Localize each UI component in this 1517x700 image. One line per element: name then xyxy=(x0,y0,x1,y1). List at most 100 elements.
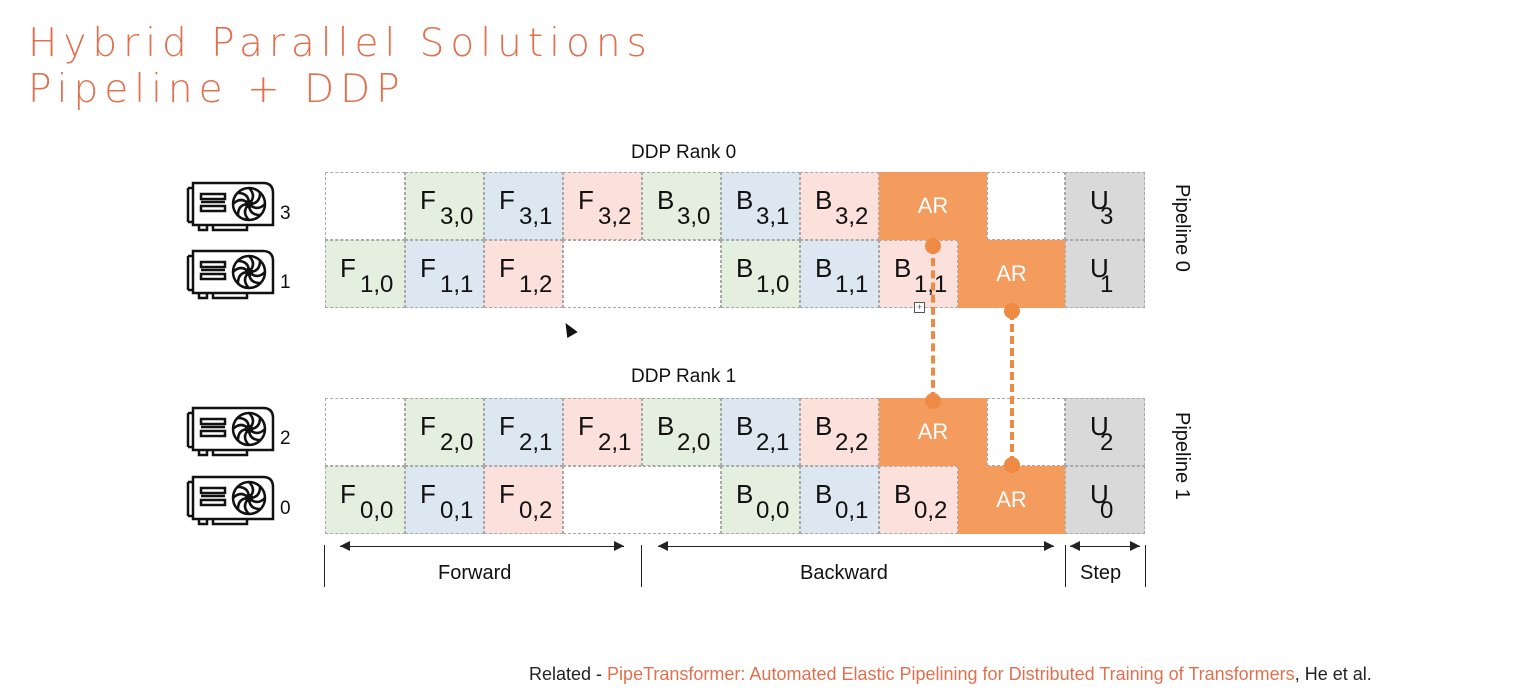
gpu-number: 3 xyxy=(280,203,291,224)
allreduce-cell: AR xyxy=(879,398,987,466)
allreduce-label: AR xyxy=(996,261,1027,286)
mouse-cursor-icon xyxy=(560,319,578,339)
step-arrow xyxy=(1070,541,1140,551)
cell-op: U xyxy=(1090,253,1109,283)
gpu-icon xyxy=(186,406,275,457)
cell-op: B xyxy=(736,185,754,215)
schedule-cell-empty xyxy=(325,398,405,466)
cell-index: 3,0 xyxy=(440,203,474,230)
slide-title-line1: Hybrid Parallel Solutions xyxy=(28,21,653,66)
cell-op: B xyxy=(894,253,912,283)
plus-box-icon: + xyxy=(914,302,925,313)
slide-title-line2: Pipeline + DDP xyxy=(28,67,406,112)
footer-citation: Related - PipeTransformer: Automated Ela… xyxy=(529,664,1372,685)
cell-op: B xyxy=(736,253,754,283)
cell-index: 0,2 xyxy=(914,497,948,524)
cell-index: 0,1 xyxy=(835,497,869,524)
ddp-rank0-label: DDP Rank 0 xyxy=(631,142,737,163)
cell-index: 1,1 xyxy=(440,271,474,298)
step-label: Step xyxy=(1080,562,1122,584)
allreduce-label: AR xyxy=(917,419,949,444)
allreduce-dot xyxy=(1004,303,1020,319)
cell-index: 0,1 xyxy=(440,497,474,524)
cell-index: 1,1 xyxy=(914,271,948,298)
cell-index: 0 xyxy=(1100,497,1114,524)
cell-op: B xyxy=(815,185,833,215)
cell-op: F xyxy=(499,479,515,509)
cell-op: B xyxy=(657,185,675,215)
ddp-rank1-label: DDP Rank 1 xyxy=(631,366,737,387)
gpu-number: 2 xyxy=(280,428,291,449)
schedule-cell-empty xyxy=(987,398,1065,466)
cell-index: 3,2 xyxy=(835,203,869,230)
cell-index: 2,2 xyxy=(835,429,869,456)
gpu-icon xyxy=(186,475,275,526)
phase-divider xyxy=(641,545,642,587)
cell-op: U xyxy=(1090,185,1109,215)
cell-op: B xyxy=(736,411,754,441)
cell-index: 3,0 xyxy=(677,203,711,230)
cell-index: 1,0 xyxy=(756,271,790,298)
cell-index: 3,2 xyxy=(598,203,632,230)
cell-index: 3 xyxy=(1100,203,1114,230)
allreduce-dot xyxy=(925,238,941,254)
cell-op: F xyxy=(420,185,436,215)
allreduce-label: AR xyxy=(917,193,949,218)
forward-arrow xyxy=(340,541,624,551)
cell-op: F xyxy=(578,185,594,215)
allreduce-cell: AR xyxy=(879,172,987,240)
allreduce-dot xyxy=(1004,457,1020,473)
pipeline1-label: Pipeline 1 xyxy=(1171,412,1193,500)
cell-op: F xyxy=(420,479,436,509)
cell-index: 2,1 xyxy=(598,429,632,456)
allreduce-connector xyxy=(1010,312,1014,464)
citation-suffix: , He et al. xyxy=(1294,664,1372,684)
gpu-number: 1 xyxy=(280,272,291,293)
allreduce-label: AR xyxy=(996,487,1027,512)
cell-index: 3,1 xyxy=(756,203,790,230)
cell-op: F xyxy=(420,253,436,283)
cell-op: F xyxy=(420,411,436,441)
cell-index: 1,0 xyxy=(360,271,394,298)
phase-divider xyxy=(324,545,325,587)
citation-prefix: Related - xyxy=(529,664,608,684)
forward-label: Forward xyxy=(438,562,512,584)
cell-op: F xyxy=(499,253,515,283)
citation-link[interactable]: PipeTransformer: Automated Elastic Pipel… xyxy=(607,664,1295,684)
allreduce-dot xyxy=(925,393,941,409)
cell-index: 0,2 xyxy=(519,497,553,524)
backward-arrow xyxy=(658,541,1054,551)
cell-index: 1,2 xyxy=(519,271,553,298)
gpu-icon xyxy=(186,181,275,232)
phase-divider xyxy=(1065,545,1066,587)
schedule-cell-empty xyxy=(987,172,1065,240)
cell-index: 1 xyxy=(1100,271,1114,298)
gpu-icon xyxy=(186,249,275,300)
cell-op: U xyxy=(1090,411,1109,441)
cell-index: 2,1 xyxy=(519,429,553,456)
